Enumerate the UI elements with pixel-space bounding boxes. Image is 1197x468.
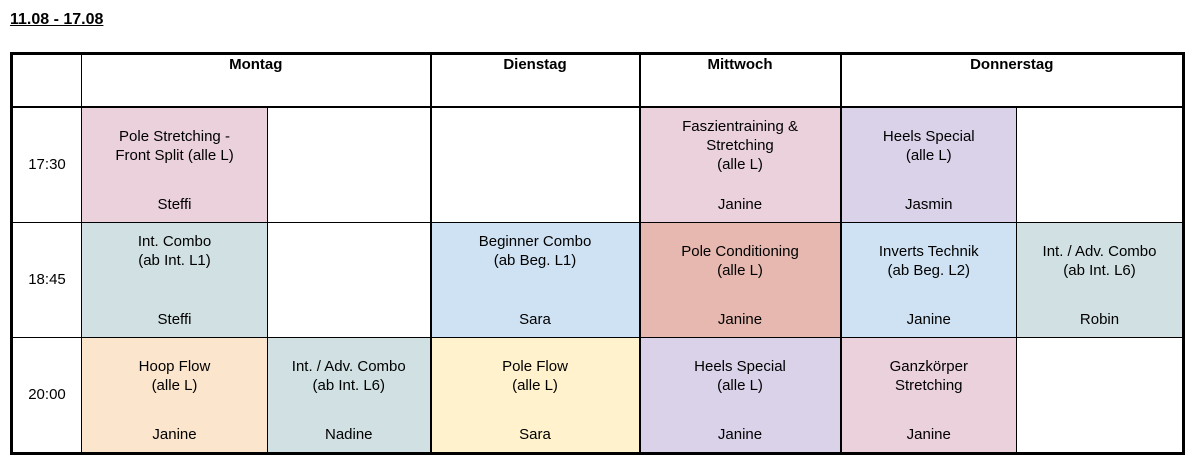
empty-cell bbox=[1016, 336, 1185, 454]
day-header-donnerstag: Donnerstag bbox=[839, 53, 1185, 108]
class-title: Inverts Technik (ab Beg. L2) bbox=[878, 242, 979, 279]
class-cell: Hoop Flow (alle L) Janine bbox=[81, 336, 268, 454]
time-label: 18:45 bbox=[11, 221, 82, 338]
class-cell: Int. / Adv. Combo (ab Int. L6) Nadine bbox=[266, 336, 432, 454]
class-teacher: Sara bbox=[519, 310, 551, 328]
class-teacher: Jasmin bbox=[905, 195, 953, 213]
class-cell: Heels Special (alle L) Janine bbox=[638, 336, 842, 454]
class-cell: Pole Flow (alle L) Sara bbox=[429, 336, 641, 454]
class-cell: Int. Combo (ab Int. L1) Steffi bbox=[81, 221, 268, 338]
header-row: Montag Dienstag Mittwoch Donnerstag bbox=[11, 53, 1185, 108]
empty-cell bbox=[429, 106, 641, 223]
class-title: Int. / Adv. Combo (ab Int. L6) bbox=[291, 357, 406, 394]
schedule-table: Montag Dienstag Mittwoch Donnerstag 17:3… bbox=[10, 52, 1186, 455]
class-cell: Faszientraining & Stretching (alle L) Jan… bbox=[638, 106, 842, 223]
class-title: Ganzkörper Stretching bbox=[889, 357, 968, 394]
empty-cell bbox=[266, 221, 432, 338]
time-label: 17:30 bbox=[11, 106, 82, 223]
class-cell: Heels Special (alle L) Jasmin bbox=[839, 106, 1018, 223]
class-teacher: Sara bbox=[519, 425, 551, 443]
class-cell: Beginner Combo (ab Beg. L1) Sara bbox=[429, 221, 641, 338]
class-teacher: Steffi bbox=[157, 195, 192, 213]
class-teacher: Janine bbox=[717, 310, 763, 328]
class-teacher: Steffi bbox=[157, 310, 192, 328]
class-cell: Int. / Adv. Combo (ab Int. L6) Robin bbox=[1016, 221, 1185, 338]
empty-cell bbox=[1016, 106, 1185, 223]
class-title: Heels Special (alle L) bbox=[882, 127, 975, 164]
class-cell: Pole Stretching - Front Split (alle L) St… bbox=[81, 106, 268, 223]
day-header-mittwoch: Mittwoch bbox=[638, 53, 842, 108]
schedule-row: 20:00 Hoop Flow (alle L) Janine Int. / Adv.… bbox=[11, 336, 1185, 454]
class-teacher: Nadine bbox=[324, 425, 373, 443]
class-teacher: Janine bbox=[717, 195, 763, 213]
class-teacher: Janine bbox=[152, 425, 197, 443]
class-title: Pole Flow (alle L) bbox=[502, 357, 568, 394]
class-cell: Pole Conditioning (alle L) Janine bbox=[638, 221, 842, 338]
class-teacher: Robin bbox=[1079, 310, 1120, 328]
class-title: Beginner Combo (ab Beg. L1) bbox=[478, 232, 592, 269]
schedule-row: 18:45 Int. Combo (ab Int. L1) Steffi Beginn… bbox=[11, 221, 1185, 338]
page-title: 11.08 - 17.08 bbox=[10, 11, 104, 28]
day-header-montag: Montag bbox=[80, 53, 432, 108]
class-cell: Inverts Technik (ab Beg. L2) Janine bbox=[839, 221, 1018, 338]
class-teacher: Janine bbox=[717, 425, 763, 443]
class-title: Int. / Adv. Combo (ab Int. L6) bbox=[1042, 242, 1157, 279]
class-teacher: Janine bbox=[906, 310, 951, 328]
corner-cell bbox=[11, 53, 82, 108]
class-title: Pole Stretching - Front Split (alle L) bbox=[115, 127, 234, 164]
time-label: 20:00 bbox=[11, 336, 82, 454]
class-title: Hoop Flow (alle L) bbox=[138, 357, 211, 394]
class-title: Int. Combo (ab Int. L1) bbox=[137, 232, 212, 269]
class-teacher: Janine bbox=[906, 425, 951, 443]
class-title: Heels Special (alle L) bbox=[694, 357, 786, 394]
day-header-dienstag: Dienstag bbox=[429, 53, 641, 108]
class-title: Pole Conditioning (alle L) bbox=[681, 242, 799, 279]
class-title: Faszientraining & Stretching (alle L) bbox=[682, 117, 798, 173]
empty-cell bbox=[266, 106, 432, 223]
